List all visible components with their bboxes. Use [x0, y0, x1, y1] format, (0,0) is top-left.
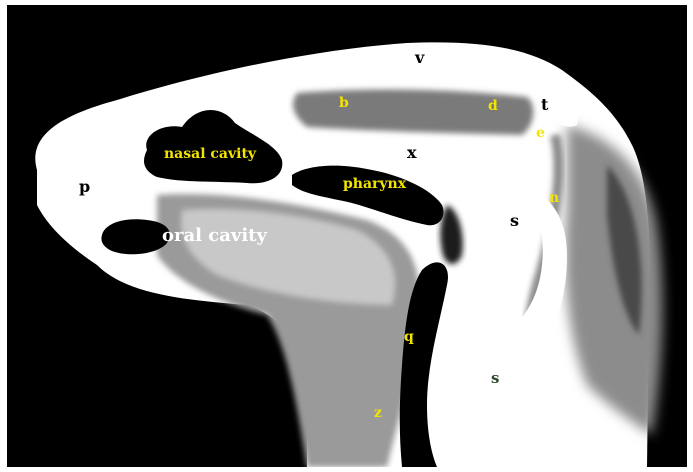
label-t: t [541, 97, 548, 113]
label-oral-cavity: oral cavity [162, 227, 267, 245]
label-nasal-cavity: nasal cavity [164, 147, 256, 161]
label-pharynx: pharynx [343, 177, 406, 191]
label-x: x [407, 145, 417, 161]
label-s-lower: s [491, 371, 499, 386]
label-e: e [536, 126, 545, 140]
label-b: b [339, 96, 349, 110]
label-v: v [415, 50, 424, 66]
label-q: q [404, 330, 414, 344]
label-p: p [79, 179, 90, 195]
sagittal-ct-scan: v b d t e x nasal cavity pharynx p n s o… [7, 5, 687, 467]
label-s-upper: s [510, 213, 519, 229]
label-n: n [549, 191, 559, 205]
label-d: d [488, 99, 498, 113]
scan-anatomy-drawing [7, 5, 687, 467]
label-z: z [374, 406, 382, 420]
